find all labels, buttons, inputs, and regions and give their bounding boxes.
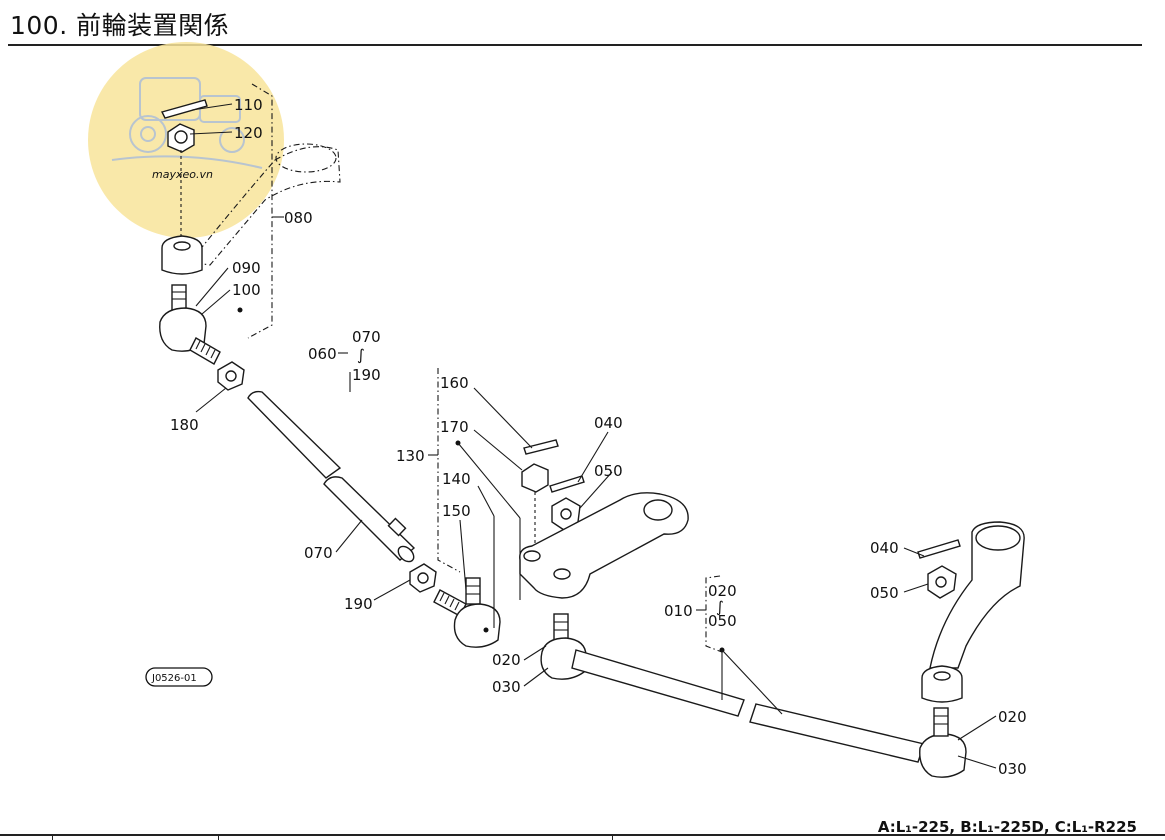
label-040-right: 040 — [870, 539, 899, 557]
callout-labels: 110 120 080 090 100 060 070 ∫ 190 180 16… — [170, 96, 1027, 778]
label-050-center: 050 — [594, 462, 623, 480]
label-190: 190 — [344, 595, 373, 613]
label-040-center: 040 — [594, 414, 623, 432]
label-100: 100 — [232, 281, 261, 299]
page-title: 100. 前輪装置関係 — [10, 11, 230, 40]
drawing-code-text: J0526-01 — [151, 673, 197, 684]
label-120: 120 — [234, 124, 263, 142]
label-060-to: 190 — [352, 366, 381, 384]
label-140: 140 — [442, 470, 471, 488]
title-rule — [8, 44, 1142, 46]
label-030-center: 030 — [492, 678, 521, 696]
label-030-right: 030 — [998, 760, 1027, 778]
drawing-code-badge: J0526-01 — [145, 667, 213, 687]
center-arm — [519, 439, 689, 599]
label-010-range: ∫ — [716, 598, 724, 616]
right-knuckle-arm — [917, 521, 1025, 703]
label-010: 010 — [664, 602, 693, 620]
right-tie-rod — [540, 613, 967, 778]
label-050-right: 050 — [870, 584, 899, 602]
label-060: 060 — [308, 345, 337, 363]
label-020-center: 020 — [492, 651, 521, 669]
model-applicability: A:L₁-225, B:L₁-225D, C:L₁-R225 — [877, 818, 1137, 836]
upper-assembly — [159, 83, 341, 391]
label-180: 180 — [170, 416, 199, 434]
middle-ball-joint — [437, 368, 501, 648]
footer-rule — [0, 834, 1165, 836]
label-160: 160 — [440, 374, 469, 392]
label-150: 150 — [442, 502, 471, 520]
watermark-text: mayxeo.vn — [152, 168, 213, 181]
label-010-from: 020 — [708, 582, 737, 600]
label-090: 090 — [232, 259, 261, 277]
left-tie-rod — [247, 390, 467, 617]
label-130: 130 — [396, 447, 425, 465]
label-170: 170 — [440, 418, 469, 436]
footer-divider — [612, 834, 613, 840]
label-010-to: 050 — [708, 612, 737, 630]
label-080: 080 — [284, 209, 313, 227]
label-070: 070 — [304, 544, 333, 562]
label-020-right: 020 — [998, 708, 1027, 726]
footer-divider — [218, 834, 219, 840]
label-110: 110 — [234, 96, 263, 114]
label-060-range: ∫ — [357, 346, 365, 364]
leader-lines — [189, 103, 997, 769]
label-060-from: 070 — [352, 328, 381, 346]
footer-divider — [52, 834, 53, 840]
